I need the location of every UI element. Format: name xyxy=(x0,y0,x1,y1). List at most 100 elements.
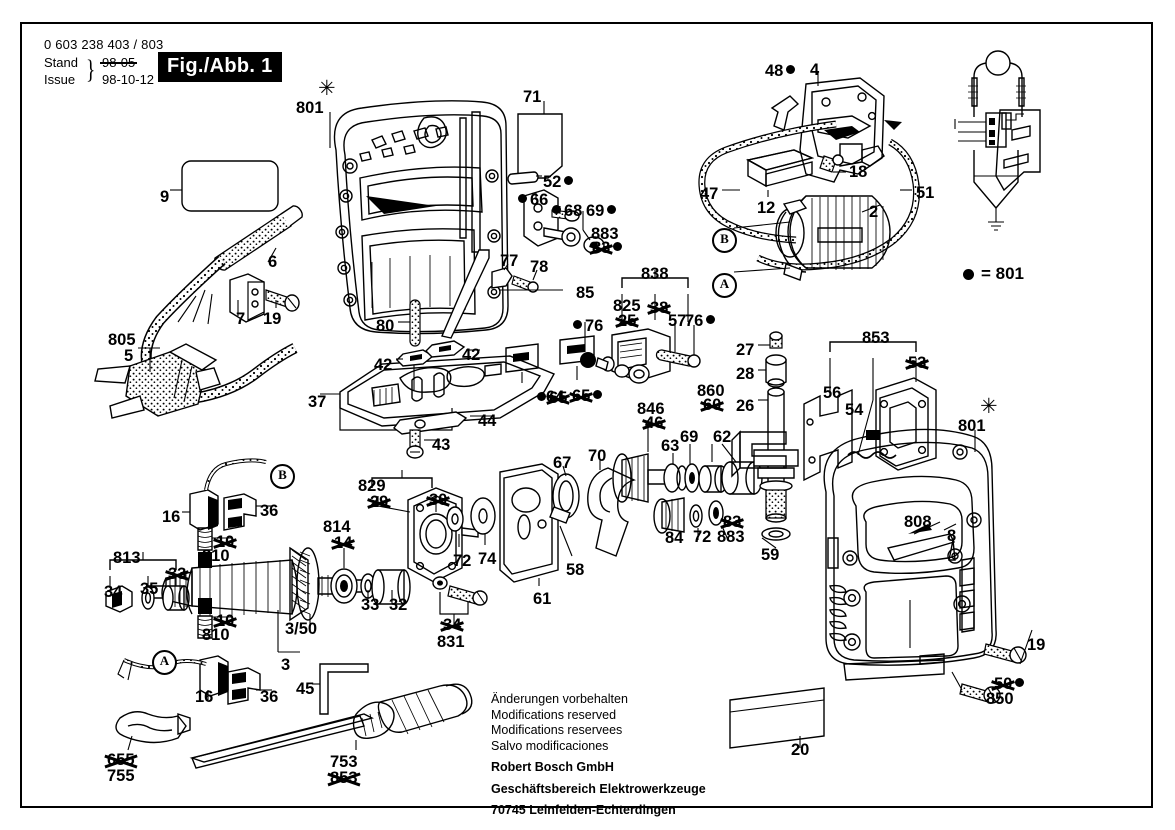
callout-755: 755 xyxy=(107,767,135,785)
callout-6: 6 xyxy=(268,253,278,271)
filled-dot-icon xyxy=(573,320,582,329)
callout-831: 831 xyxy=(437,633,465,651)
part-755-wrench xyxy=(115,711,191,751)
callout-63: 63 xyxy=(661,437,680,455)
part-85-guide-rod xyxy=(441,249,563,339)
parts-846-63-69-62-cluster xyxy=(612,420,763,542)
footer-block: Änderungen vorbehalten Modifications res… xyxy=(491,692,706,819)
callout-70: 70 xyxy=(588,447,607,465)
footer-fr: Modifications reservees xyxy=(491,723,623,737)
callout-753: 753 xyxy=(330,753,358,771)
callout-30: 30 xyxy=(429,491,448,509)
parts-34-35-33-washers xyxy=(105,552,190,613)
callout-61: 61 xyxy=(533,590,552,608)
issue-row: Issue 98-10-12 xyxy=(44,71,163,88)
parts-16-36-810-brushes-upper xyxy=(182,458,272,568)
callout-853: 853 xyxy=(862,329,890,347)
filled-dot-icon xyxy=(963,268,974,280)
circled-ref-a-1: A xyxy=(712,273,737,298)
callout-32: 32 xyxy=(389,596,408,614)
callout-46: 46 xyxy=(645,414,664,432)
part-48-hook xyxy=(770,95,800,131)
callout-805: 805 xyxy=(108,331,136,349)
footer-de: Änderungen vorbehalten xyxy=(491,692,628,706)
stand-label: Stand xyxy=(44,55,78,70)
callout-2: 2 xyxy=(869,203,879,221)
stand-row: Stand 98-05 xyxy=(44,54,163,71)
callout-33: 33 xyxy=(361,596,380,614)
callout-810: 810 xyxy=(202,626,230,644)
part-housing-half-left xyxy=(333,100,509,335)
callout-52: 52 xyxy=(543,174,574,191)
callout-51: 51 xyxy=(916,184,935,202)
callout-814: 814 xyxy=(323,518,351,536)
part-number: 0 603 238 403 / 803 xyxy=(44,37,164,52)
circled-ref-b-2: B xyxy=(270,464,295,489)
callout-58: 58 xyxy=(566,561,585,579)
callout-19: 19 xyxy=(263,310,282,328)
callout-10: 10 xyxy=(216,533,235,551)
callout-16: 16 xyxy=(162,508,181,526)
parts-42-slide-plates xyxy=(396,340,480,390)
parts-47-51-cables xyxy=(698,120,921,271)
filled-dot-icon xyxy=(613,242,623,251)
part-61-cover-plate xyxy=(499,463,559,586)
callout-44: 44 xyxy=(478,412,497,430)
callout-43: 43 xyxy=(432,436,451,454)
callout-829: 829 xyxy=(358,477,386,495)
circled-ref-b-0: B xyxy=(712,228,737,253)
filled-dot-icon xyxy=(1015,678,1025,687)
filled-dot-icon xyxy=(564,176,574,185)
callout-33: 33 xyxy=(168,565,187,583)
page-border xyxy=(20,22,1153,808)
parts-72-74-washers xyxy=(446,497,496,547)
callout-84: 84 xyxy=(665,529,684,547)
callout-80: 80 xyxy=(376,317,395,335)
callout-71: 71 xyxy=(523,88,542,106)
part-71-cover-plate xyxy=(517,101,563,179)
callout-850: 850 xyxy=(986,690,1014,708)
callout-7: 7 xyxy=(236,310,246,328)
filled-dot-icon xyxy=(706,315,716,324)
callout-78: 78 xyxy=(530,258,549,276)
callout-28: 28 xyxy=(736,365,755,383)
part-19-screw-upper xyxy=(265,289,300,312)
callout-18: 18 xyxy=(849,163,868,181)
callout-9: 9 xyxy=(160,188,170,206)
callout-66: 66 xyxy=(518,192,548,209)
plug-body xyxy=(94,343,221,419)
callout-25: 25 xyxy=(618,312,637,330)
callout-83: 83 xyxy=(592,240,623,257)
company-address: 70745 Leinfelden-Echterdingen xyxy=(491,803,676,817)
callout-14: 14 xyxy=(334,534,353,552)
part-805-mains-cable xyxy=(94,255,298,419)
callout-3-50: 3/50 xyxy=(285,620,318,638)
wiring-schematic xyxy=(954,50,1041,231)
callout-67: 67 xyxy=(553,454,572,472)
circled-ref-a-3: A xyxy=(152,650,177,675)
filled-dot-icon xyxy=(552,205,561,214)
callout-69: 69 xyxy=(680,428,699,446)
callout-53: 53 xyxy=(908,354,927,372)
callout-801: 801 xyxy=(296,99,324,117)
callout-62: 62 xyxy=(713,428,732,446)
part-70-lever xyxy=(587,460,637,557)
callout-8: 8 xyxy=(947,527,957,545)
callout-813: 813 xyxy=(113,549,141,567)
leader-808-arrow xyxy=(908,524,932,534)
part-80-pin xyxy=(398,299,421,347)
callout-29: 29 xyxy=(370,493,389,511)
part-20-nameplate xyxy=(729,687,825,749)
callout-50: 50 xyxy=(994,676,1025,693)
callout-59: 59 xyxy=(761,546,780,564)
legend-text: = 801 xyxy=(981,264,1025,283)
parts-853-56-54-brackets xyxy=(803,334,937,482)
callout-5: 5 xyxy=(124,347,134,365)
callout-83: 83 xyxy=(723,513,742,531)
part-52-pin xyxy=(507,171,542,185)
callout-35: 35 xyxy=(140,580,159,598)
parts-26-27-28-59-plunger xyxy=(731,331,799,549)
part-2-field-stator xyxy=(733,195,891,281)
callout-72: 72 xyxy=(453,552,472,570)
